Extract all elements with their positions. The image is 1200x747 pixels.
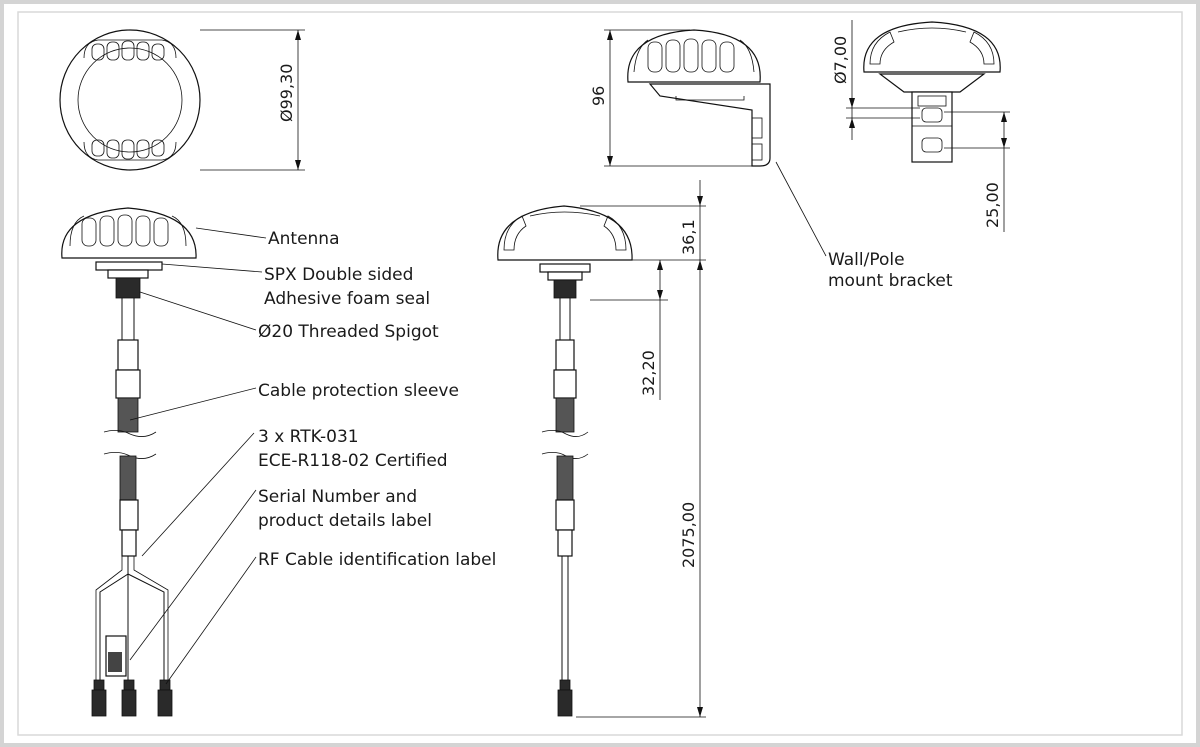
inner-border bbox=[17, 11, 1183, 736]
callout-sleeve: Cable protection sleeve bbox=[258, 381, 459, 401]
callout-rtk-line1: 3 x RTK-031 bbox=[258, 427, 359, 447]
callout-antenna: Antenna bbox=[268, 229, 340, 249]
callout-seal-line1: SPX Double sided bbox=[264, 265, 413, 285]
side-view-bracket bbox=[627, 29, 771, 167]
callout-serial-line2: product details label bbox=[258, 511, 432, 531]
callout-spigot: Ø20 Threaded Spigot bbox=[258, 322, 439, 342]
callout-bracket-line2: mount bracket bbox=[828, 271, 953, 291]
callout-serial-line1: Serial Number and bbox=[258, 487, 417, 507]
callout-rf-label: RF Cable identification label bbox=[258, 550, 496, 570]
callout-leaders bbox=[129, 227, 267, 685]
left-elevation-antenna bbox=[61, 207, 197, 717]
callout-bracket-line1: Wall/Pole bbox=[828, 250, 905, 270]
dimension-diameter-top: Ø99,30 bbox=[200, 29, 305, 171]
dim-spigot-length: 32,20 bbox=[639, 350, 658, 396]
dim-diameter-label: Ø99,30 bbox=[277, 64, 296, 122]
top-view-antenna bbox=[59, 29, 201, 171]
dim-hole-diameter: Ø7,00 bbox=[831, 36, 850, 84]
callout-rtk-line2: ECE-R118-02 Certified bbox=[258, 451, 448, 471]
bracket-leader bbox=[775, 161, 827, 257]
dimension-height-side bbox=[604, 29, 756, 167]
dimension-bracket-spacing bbox=[944, 111, 1010, 232]
dim-bracket-spacing: 25,00 bbox=[983, 182, 1002, 228]
callout-seal-line2: Adhesive foam seal bbox=[264, 289, 430, 309]
center-elevation-antenna bbox=[497, 205, 633, 717]
dim-cable-length: 2075,00 bbox=[679, 502, 698, 568]
front-view-bracket bbox=[863, 21, 1001, 163]
dim-height-side: 96 bbox=[589, 86, 608, 106]
dim-antenna-height: 36,1 bbox=[679, 219, 698, 255]
